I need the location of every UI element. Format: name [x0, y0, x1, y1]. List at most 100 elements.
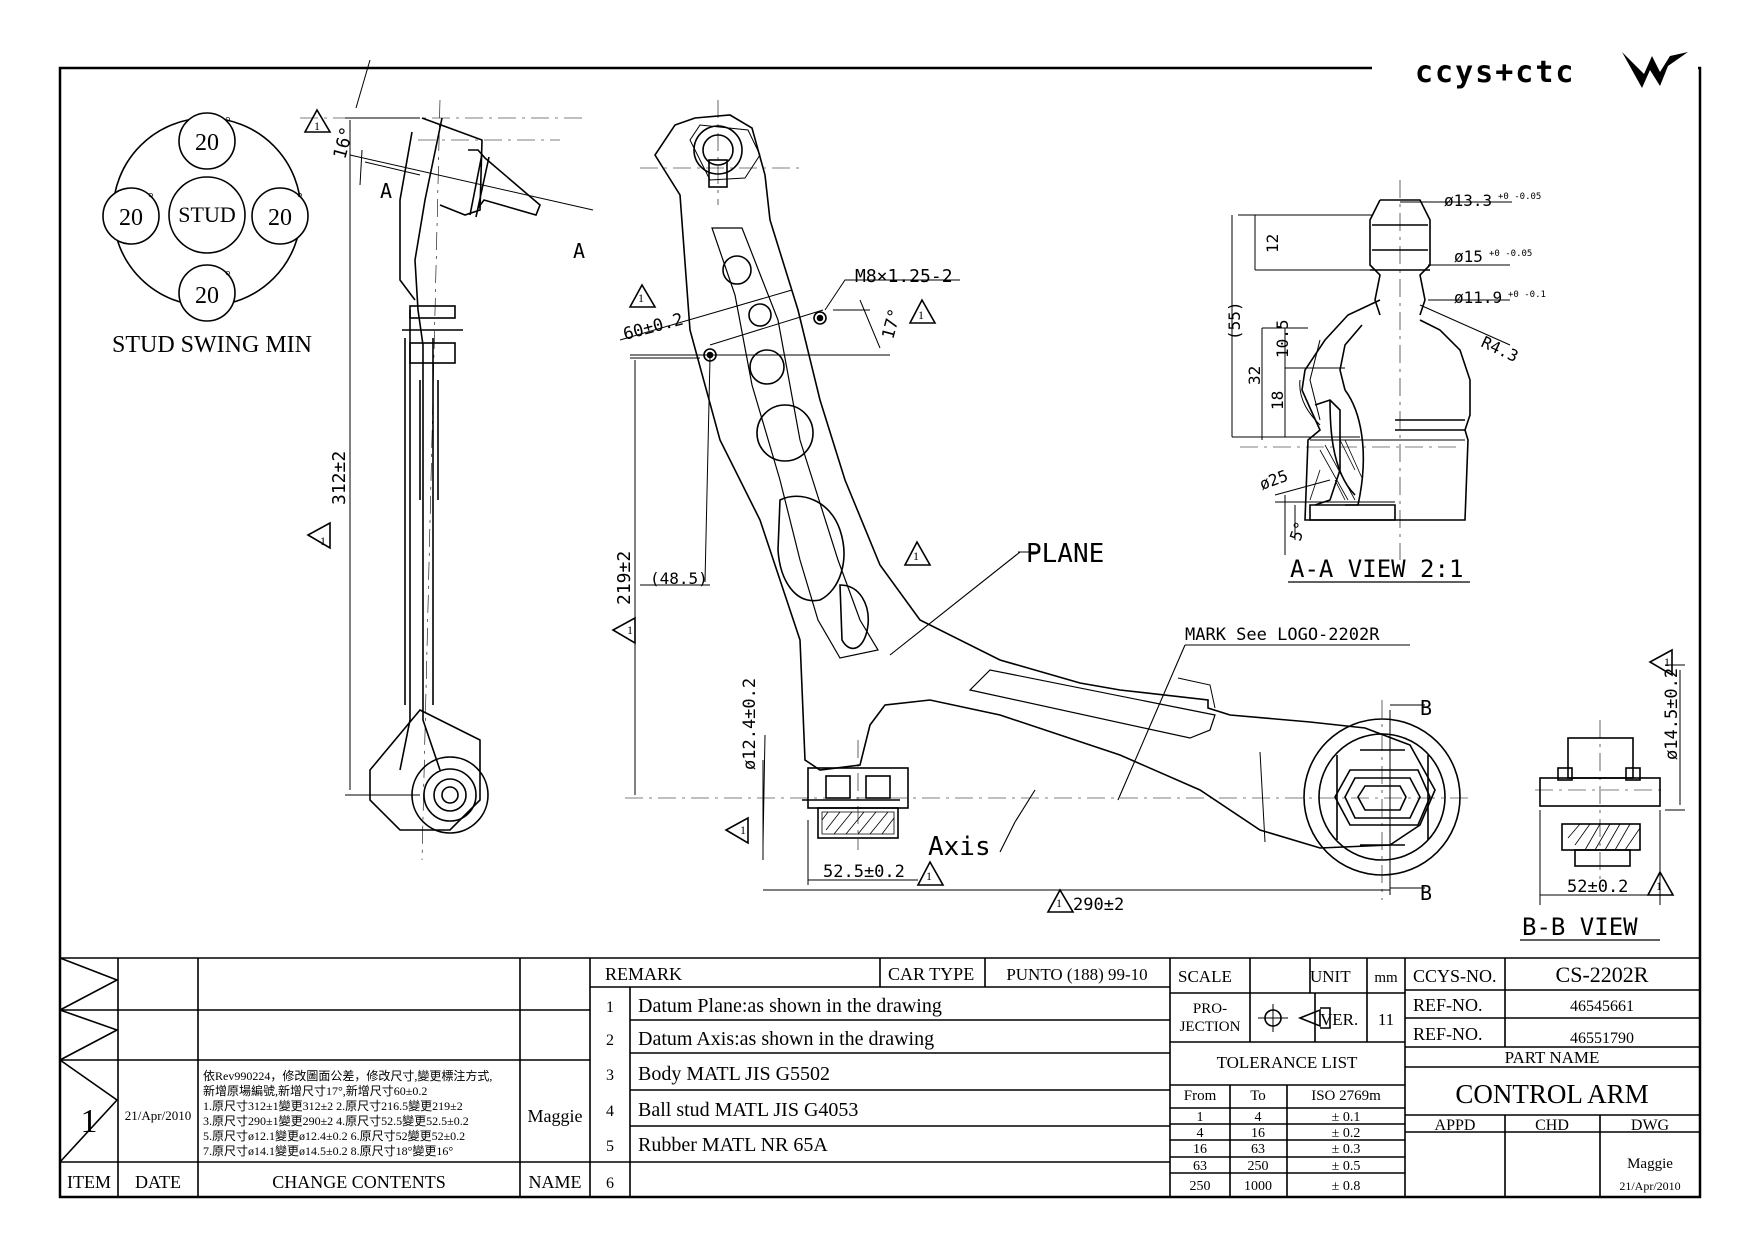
main-view [611, 100, 1675, 913]
title-block-grid [59, 957, 1700, 1197]
aa-d133-tol: +0 -0.05 [1498, 192, 1541, 202]
rev-date: 21/Apr/2010 [125, 1108, 191, 1123]
side-rev-marker: 1 [314, 119, 320, 133]
rev-marker-7: 1 [926, 869, 932, 883]
header-item: ITEM [67, 1172, 111, 1192]
tol-row-1-val: ± 0.1 [1332, 1110, 1361, 1125]
tol-row-5-val: ± 0.8 [1332, 1179, 1361, 1194]
rev-item-number: 1 [81, 1103, 98, 1140]
remark-number-2: 2 [606, 1032, 614, 1049]
header-change-contents: CHANGE CONTENTS [272, 1172, 446, 1192]
remark-text-1: Datum Plane:as shown in the drawing [638, 995, 942, 1017]
section-a-top: A [380, 179, 392, 203]
stud-swing-bottom: 20 [195, 283, 219, 309]
appd-label: APPD [1435, 1117, 1476, 1134]
tol-row-3-val: ± 0.3 [1332, 1142, 1361, 1157]
tol-row-5-to: 1000 [1244, 1179, 1272, 1194]
tolerance-list-title: TOLERANCE LIST [1217, 1053, 1358, 1072]
rev-marker-3: 1 [913, 549, 919, 563]
mark-note: MARK See LOGO-2202R [1185, 625, 1380, 645]
stud-swing-top: 20 [195, 130, 219, 156]
rev-line-4: 3.原尺寸290±1變更290±2 4.原尺寸52.5變更52.5±0.2 [203, 1113, 469, 1128]
car-type-label: CAR TYPE [888, 964, 974, 984]
side-view [300, 59, 594, 861]
rev-line-2: 新增原場編號,新增尺寸17°,新增尺寸60±0.2 [203, 1083, 427, 1098]
aa-h105: 10.5 [1273, 319, 1292, 358]
bb-d145: ø14.5±0.2 [1662, 668, 1682, 760]
dwg-label: DWG [1631, 1117, 1670, 1134]
m8-thread-dim: M8×1.25-2 [855, 266, 953, 287]
remarks-list: 1 Datum Plane:as shown in the drawing 2 … [606, 995, 942, 1192]
scale-label: SCALE [1178, 967, 1232, 986]
car-type-value: PUNTO (188) 99-10 [1006, 965, 1147, 984]
remark-text-3: Body MATL JIS G5502 [638, 1063, 830, 1085]
aa-d15-tol: +0 -0.05 [1489, 249, 1532, 259]
rev-marker-5: 1 [627, 623, 633, 637]
rev-marker-6: 1 [740, 823, 746, 837]
stud-deg-top: ° [225, 115, 231, 130]
section-bb-view [1520, 664, 1685, 941]
tol-row-4-val: ± 0.5 [1332, 1159, 1361, 1174]
tol-row-1-to: 4 [1255, 1110, 1262, 1125]
remark-number-1: 1 [606, 999, 614, 1016]
remark-text-4: Ball stud MATL JIS G4053 [638, 1099, 858, 1121]
aa-h18: 18 [1268, 391, 1287, 410]
bb-d52: 52±0.2 [1567, 877, 1628, 897]
projection-label-2: JECTION [1180, 1019, 1241, 1035]
rev-marker-4: 1 [1056, 896, 1062, 910]
rev-line-5: 5.原尺寸ø12.1變更ø12.4±0.2 6.原尺寸52變更52±0.2 [203, 1128, 465, 1143]
part-name-value: CONTROL ARM [1455, 1079, 1648, 1109]
tol-row-4-from: 63 [1193, 1159, 1207, 1174]
tol-row-2-from: 4 [1197, 1126, 1204, 1141]
chd-label: CHD [1535, 1117, 1569, 1134]
tol-head-iso: ISO 2769m [1311, 1088, 1381, 1104]
aa-h55: (55) [1225, 301, 1244, 340]
axis-label: Axis [928, 832, 991, 862]
side-length: 312±2 [329, 451, 350, 505]
section-b-bottom: B [1420, 881, 1432, 905]
ccys-no-label: CCYS-NO. [1413, 966, 1497, 986]
rev-line-1: 依Rev990224，修改圖面公差，修改尺寸,變更標注方式, [203, 1068, 492, 1083]
company-logo: ccys+ctc [1415, 52, 1688, 90]
hole-angle-dim: 17° [879, 306, 906, 341]
rev-marker-2: 1 [918, 308, 924, 322]
section-b-top: B [1420, 696, 1432, 720]
header-name: NAME [529, 1172, 582, 1192]
ref-no-value-2: 46551790 [1570, 1030, 1634, 1047]
aa-d15: ø15 [1454, 247, 1483, 266]
version-label: VER. [1320, 1010, 1358, 1029]
header-date: DATE [135, 1172, 181, 1192]
stud-swing-diagram [102, 112, 309, 322]
ref-no-label-1: REF-NO. [1413, 995, 1483, 1015]
tol-row-2-to: 16 [1251, 1126, 1265, 1141]
rev-marker-8: 1 [1664, 655, 1670, 669]
tol-row-3-to: 63 [1251, 1142, 1265, 1157]
stud-swing-caption: STUD SWING MIN [112, 332, 312, 358]
aa-d119: ø11.9 [1454, 288, 1502, 307]
aa-h32: 32 [1245, 366, 1264, 385]
remark-text-5: Rubber MATL NR 65A [638, 1134, 828, 1156]
offset-dim: (48.5) [650, 569, 708, 588]
tol-row-1-from: 1 [1197, 1110, 1204, 1125]
aa-d119-tol: +0 -0.1 [1508, 290, 1546, 300]
aa-view-title: A-A VIEW 2:1 [1290, 555, 1463, 583]
stud-deg-left: ° [148, 191, 154, 206]
aa-r43: R4.3 [1478, 332, 1521, 366]
aa-a5: 5° [1286, 519, 1310, 544]
stud-swing-right: 20 [268, 205, 292, 231]
overall-length-dim: 290±2 [1073, 895, 1124, 915]
part-name-label: PART NAME [1505, 1048, 1600, 1067]
remark-number-5: 5 [606, 1138, 614, 1155]
height-dim: 219±2 [614, 551, 635, 605]
rev-marker-1: 1 [638, 291, 644, 305]
remark-number-4: 4 [606, 1103, 614, 1120]
side-rev-marker-2: 1 [320, 534, 326, 548]
stud-deg-bottom: ° [225, 269, 231, 284]
rev-name: Maggie [528, 1106, 583, 1126]
tol-row-5-from: 250 [1190, 1179, 1211, 1194]
unit-label: UNIT [1310, 967, 1351, 986]
bushing-width-dim: 52.5±0.2 [823, 862, 905, 882]
plane-label: PLANE [1026, 539, 1104, 569]
remark-label: REMARK [605, 964, 682, 984]
